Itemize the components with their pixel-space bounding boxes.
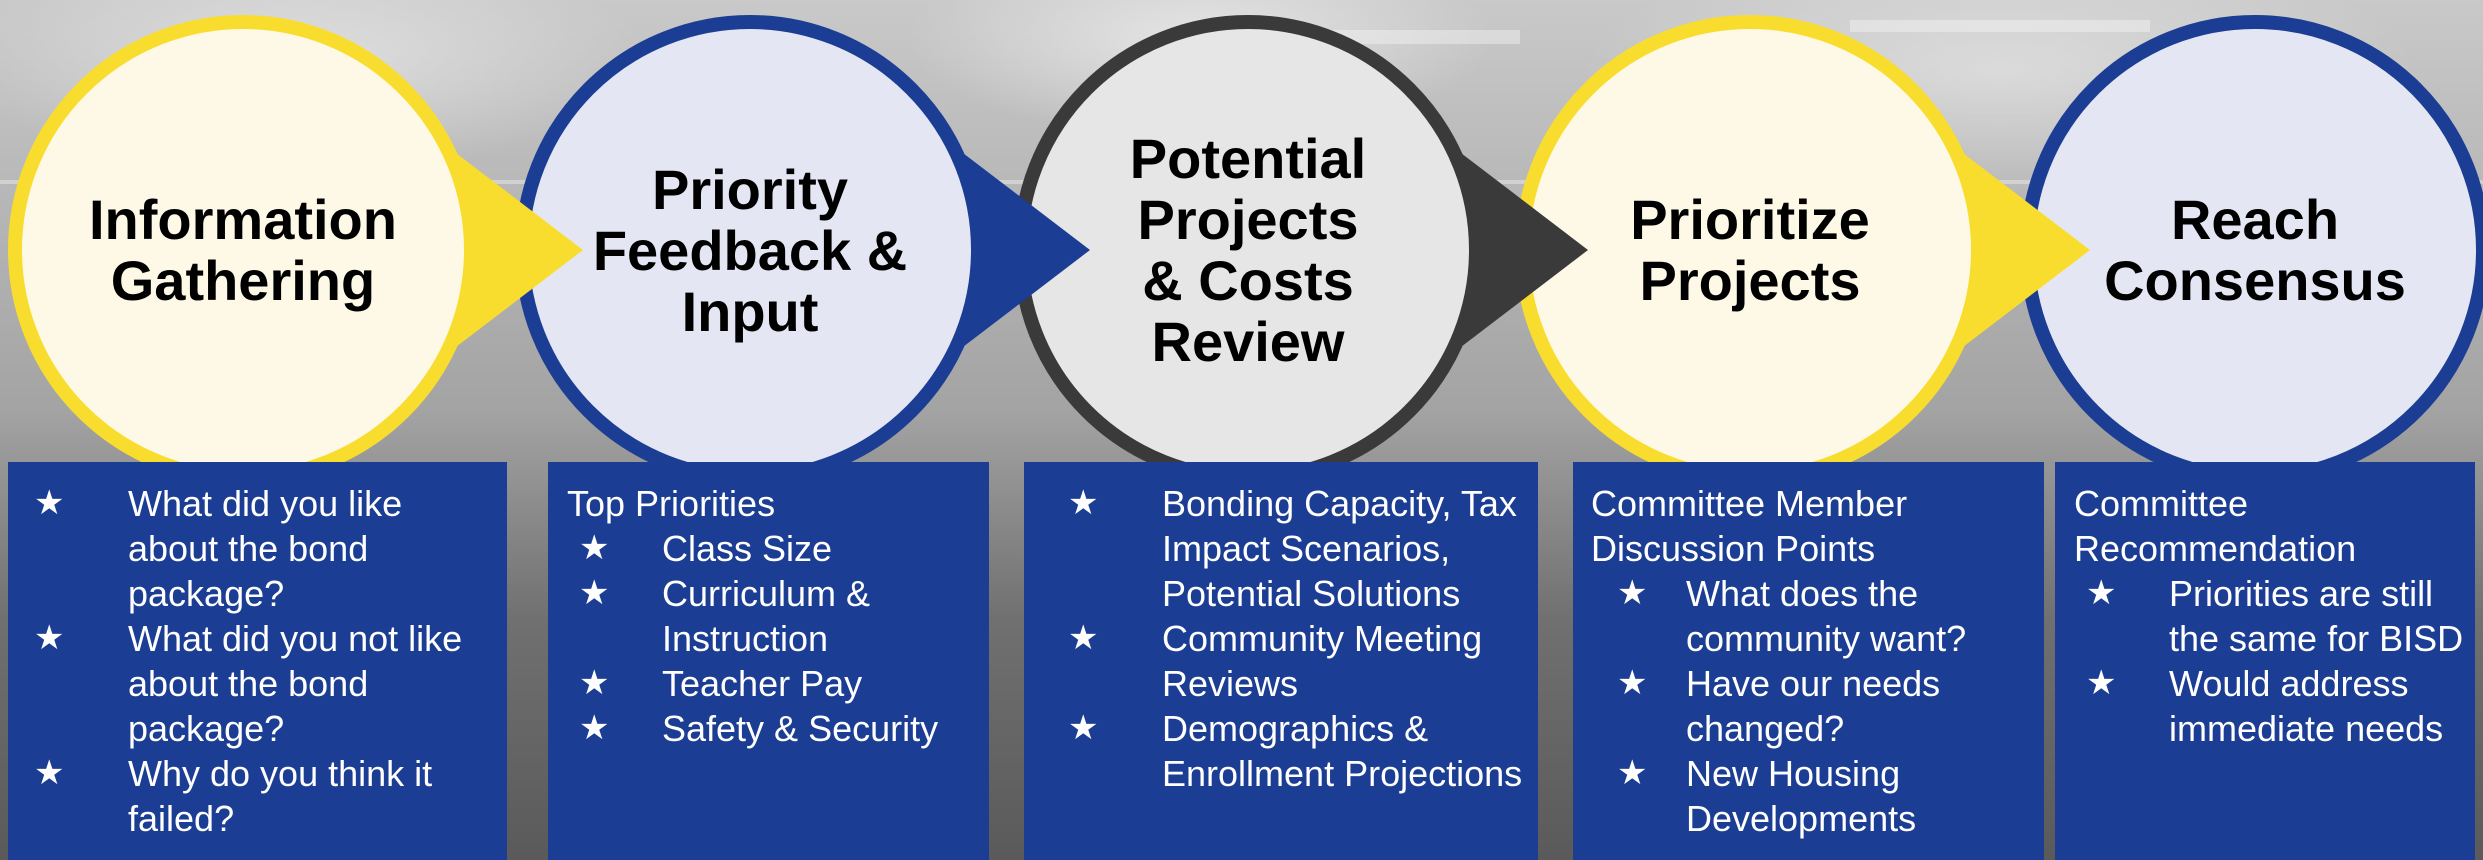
step-3-circle: [1013, 15, 1588, 485]
step-4-circle: [1515, 15, 2090, 485]
step-4-title: Prioritize Projects: [1630, 188, 1870, 312]
star-icon: ★: [34, 618, 65, 658]
step-2-heading: Top Priorities: [567, 483, 776, 524]
step-2-panel: Top Priorities ★ Class Size ★ Curriculum…: [548, 462, 989, 860]
list-item: ★ Bonding Capacity, Tax Impact Scenarios…: [1068, 483, 1517, 614]
step-5-title: Reach Consensus: [2104, 188, 2406, 312]
star-icon: ★: [1068, 618, 1099, 658]
star-icon: ★: [34, 483, 65, 523]
step-5-heading: Committee Recommendation: [2074, 483, 2357, 569]
step-2-bullet-list: ★ Class Size ★ Curriculum & Instruction …: [567, 526, 979, 751]
list-item: ★ Teacher Pay: [579, 663, 863, 704]
list-item: ★ Would address immediate needs: [2086, 663, 2444, 749]
list-item: ★ Why do you think it failed?: [34, 753, 433, 839]
step-3-title: Potential Projects & Costs Review: [1129, 127, 1367, 373]
star-icon: ★: [1617, 663, 1648, 703]
step-5-bullet-list: ★ Priorities are still the same for BISD…: [2074, 571, 2465, 751]
step-4-heading: Committee Member Discussion Points: [1591, 483, 1908, 569]
star-icon: ★: [34, 753, 65, 793]
star-icon: ★: [1068, 483, 1099, 523]
step-1-circle: [8, 15, 583, 485]
star-icon: ★: [1617, 573, 1648, 613]
star-icon: ★: [1068, 708, 1099, 748]
star-icon: ★: [579, 573, 610, 613]
star-icon: ★: [579, 708, 610, 748]
star-icon: ★: [2086, 663, 2117, 703]
list-item: ★ Demographics & Enrollment Projections: [1068, 708, 1523, 794]
step-4-bullet-list: ★ What does the community want? ★ Have o…: [1591, 571, 2034, 841]
step-3-bullet-list: ★ Bonding Capacity, Tax Impact Scenarios…: [1050, 481, 1528, 796]
step-1-title: Information Gathering: [89, 188, 397, 312]
step-1-panel: ★ What did you like about the bond packa…: [8, 462, 507, 860]
step-3-panel: ★ Bonding Capacity, Tax Impact Scenarios…: [1024, 462, 1538, 860]
step-1-bullet-list: ★ What did you like about the bond packa…: [34, 481, 491, 841]
star-icon: ★: [579, 663, 610, 703]
list-item: ★ Community Meeting Reviews: [1068, 618, 1483, 704]
list-item: ★ What does the community want?: [1617, 573, 1967, 659]
star-icon: ★: [579, 528, 610, 568]
list-item: ★ Priorities are still the same for BISD: [2086, 573, 2464, 659]
list-item: ★ What did you like about the bond packa…: [34, 483, 403, 614]
star-icon: ★: [1617, 753, 1648, 793]
list-item: ★ Class Size: [579, 528, 833, 569]
list-item: ★ What did you not like about the bond p…: [34, 618, 463, 749]
step-4-panel: Committee Member Discussion Points ★ Wha…: [1573, 462, 2044, 860]
list-item: ★ Curriculum & Instruction: [579, 573, 871, 659]
step-2-title: Priority Feedback & Input: [592, 157, 908, 343]
list-item: ★ New Housing Developments: [1617, 753, 1917, 839]
step-5-panel: Committee Recommendation ★ Priorities ar…: [2055, 462, 2475, 860]
list-item: ★ Have our needs changed?: [1617, 663, 1941, 749]
star-icon: ★: [2086, 573, 2117, 613]
list-item: ★ Safety & Security: [579, 708, 939, 749]
